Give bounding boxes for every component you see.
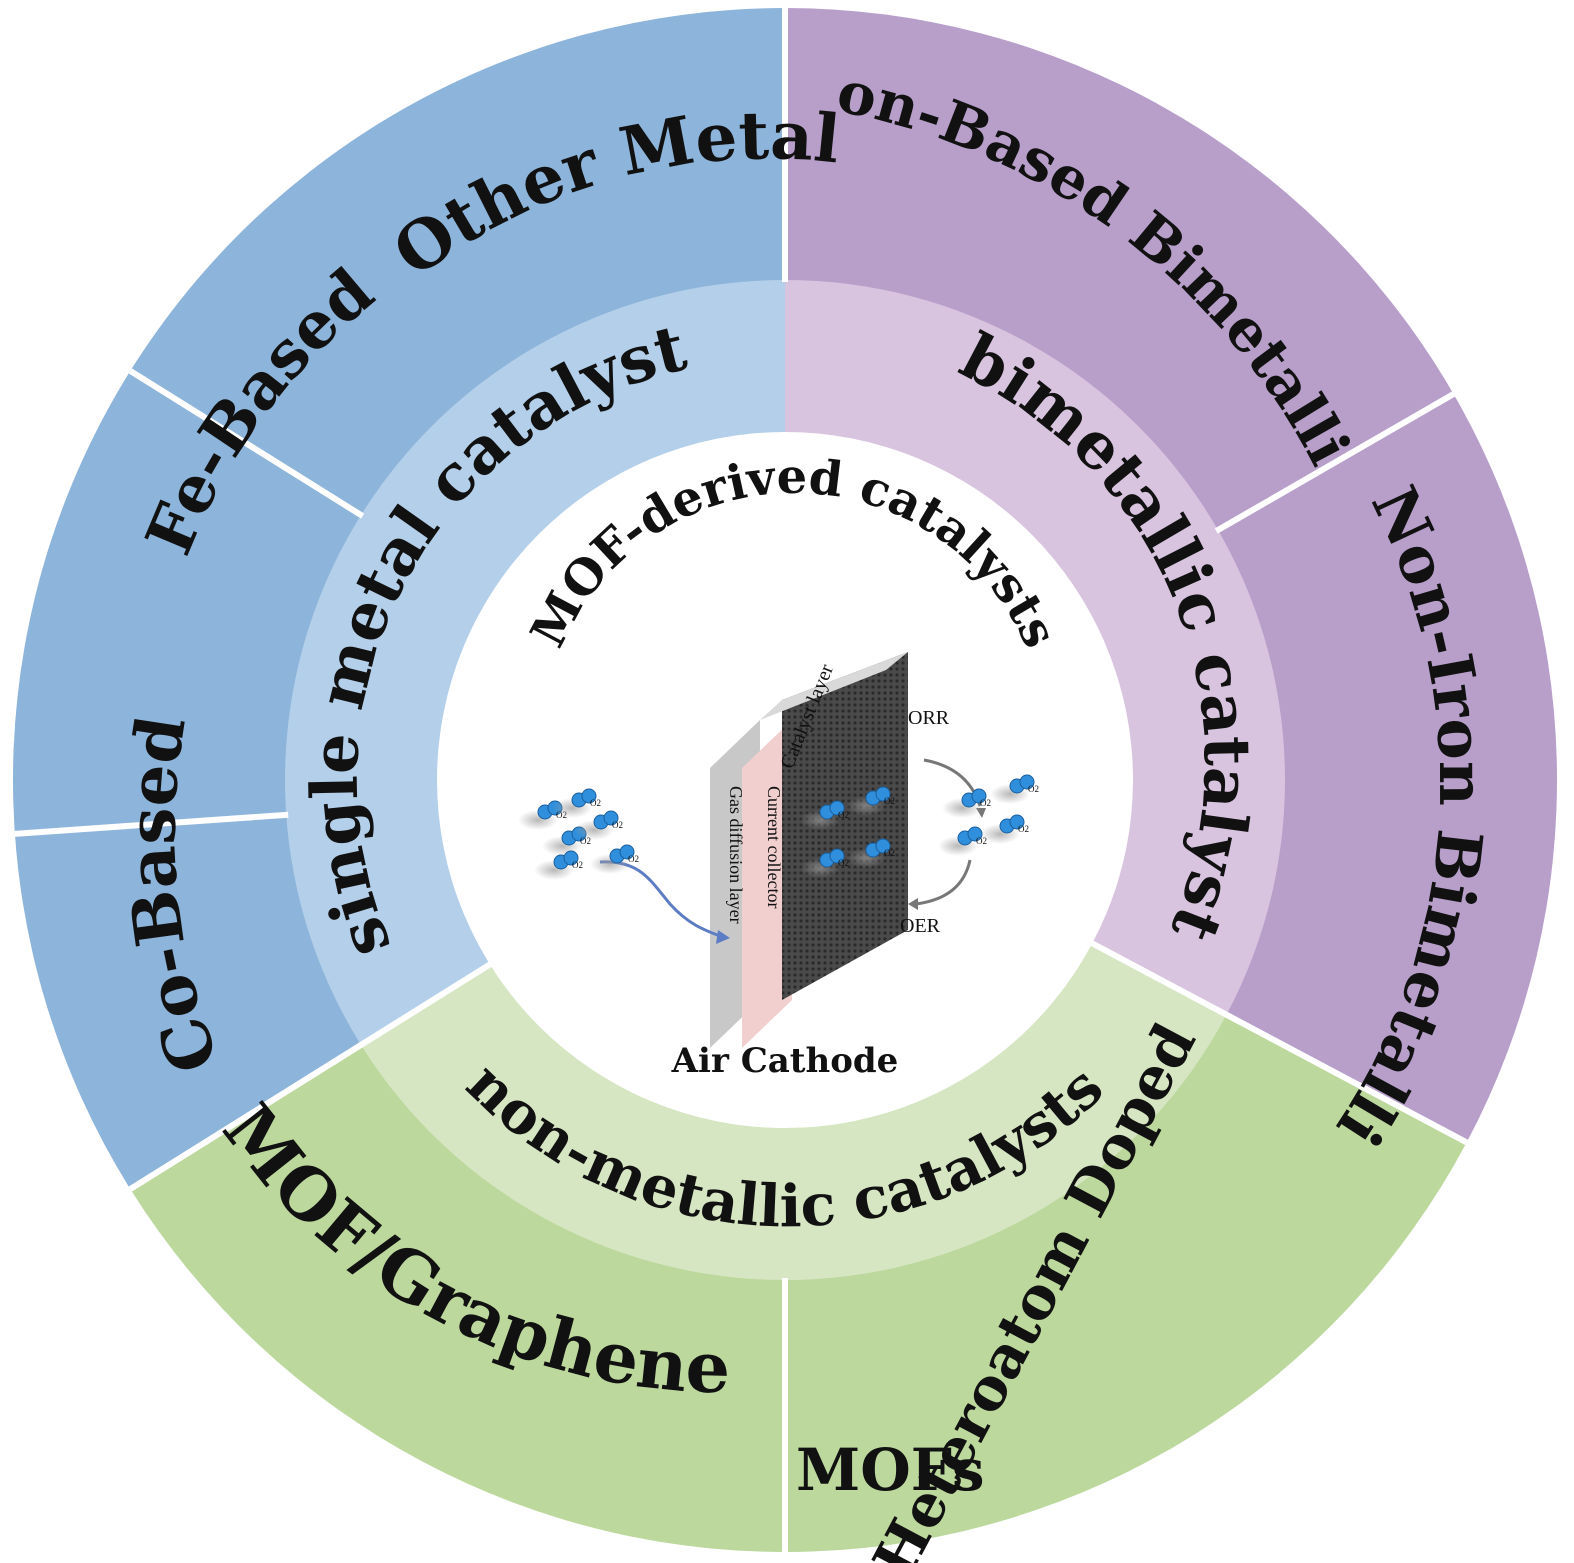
inner-segment-single — [285, 279, 785, 1045]
oxygen-molecule: O2 — [552, 788, 601, 818]
outer-segment-single — [13, 8, 786, 1190]
oxygen-molecule: O2 — [800, 800, 849, 830]
molecule-label: O2 — [838, 858, 849, 868]
oxygen-molecule: O2 — [980, 814, 1029, 844]
molecule-label: O2 — [884, 848, 895, 858]
orr-label: ORR — [908, 707, 950, 729]
catalyst-layer-front — [782, 652, 908, 1000]
oxygen-molecule: O2 — [990, 774, 1039, 804]
oxygen-molecule: O2 — [590, 844, 639, 874]
ring-separators — [14, 8, 1469, 1552]
oxygen-molecule: O2 — [534, 850, 583, 880]
oxygen-molecule: O2 — [800, 848, 849, 878]
molecule-label: O2 — [980, 798, 991, 808]
molecule-label: O2 — [590, 798, 601, 808]
oxygen-molecule: O2 — [846, 838, 895, 868]
oer-label: OER — [900, 915, 941, 937]
outer-ring — [13, 8, 1557, 1552]
molecule-label: O2 — [838, 810, 849, 820]
oxygen-molecule: O2 — [574, 810, 623, 840]
oxygen-atom — [971, 788, 987, 804]
oxygen-molecule: O2 — [846, 786, 895, 816]
oxygen-atom — [563, 850, 579, 866]
oxygen-atom — [603, 810, 619, 826]
molecule-label: O2 — [572, 860, 583, 870]
current-collector-layer — [742, 720, 792, 1048]
molecule-label: O2 — [1028, 784, 1039, 794]
air-cathode-illustration: Catalyst layer Current collector Gas dif… — [518, 652, 1039, 1081]
oxygen-atom — [1009, 814, 1025, 830]
molecule-label: O2 — [628, 854, 639, 864]
oxygen-atom — [829, 848, 845, 864]
outer-segment-bimetallic — [785, 8, 1557, 1143]
molecule-label: O2 — [580, 836, 591, 846]
outer-segment-nonmetal — [130, 1013, 1467, 1552]
oer-arrow — [915, 859, 972, 906]
air-cathode-caption: Air Cathode — [671, 1041, 899, 1081]
ring-divider-6 — [1083, 936, 1469, 1146]
oxygen-molecules: O2O2O2O2O2O2O2O2O2O2O2O2O2O2 — [518, 774, 1039, 880]
ring-divider-4 — [1214, 391, 1456, 534]
oxygen-molecule: O2 — [942, 788, 991, 818]
oxygen-atom — [875, 838, 891, 854]
oxygen-molecule: O2 — [938, 826, 987, 856]
oxygen-atom — [581, 788, 597, 804]
gas-flow-arrowhead — [716, 930, 730, 944]
ring-divider-2 — [14, 811, 289, 837]
oxygen-atom — [1019, 774, 1035, 790]
molecule-label: O2 — [1018, 824, 1029, 834]
catalyst-layer-top — [760, 652, 908, 720]
oxygen-atom — [619, 844, 635, 860]
molecule-label: O2 — [612, 820, 623, 830]
molecule-label: O2 — [884, 796, 895, 806]
molecule-label: O2 — [976, 836, 987, 846]
oxygen-atom — [829, 800, 845, 816]
inner-segment-nonmetal — [360, 939, 1227, 1280]
label-heteroatom-line2: MOFs — [796, 1436, 985, 1504]
current-collector-label: Current collector — [764, 786, 784, 908]
oer-arrowhead — [908, 898, 918, 910]
gas-diffusion-label: Gas diffusion layer — [726, 786, 746, 924]
oxygen-atom — [875, 786, 891, 802]
ring-divider-5 — [128, 957, 499, 1192]
ring-divider-3 — [128, 368, 365, 519]
